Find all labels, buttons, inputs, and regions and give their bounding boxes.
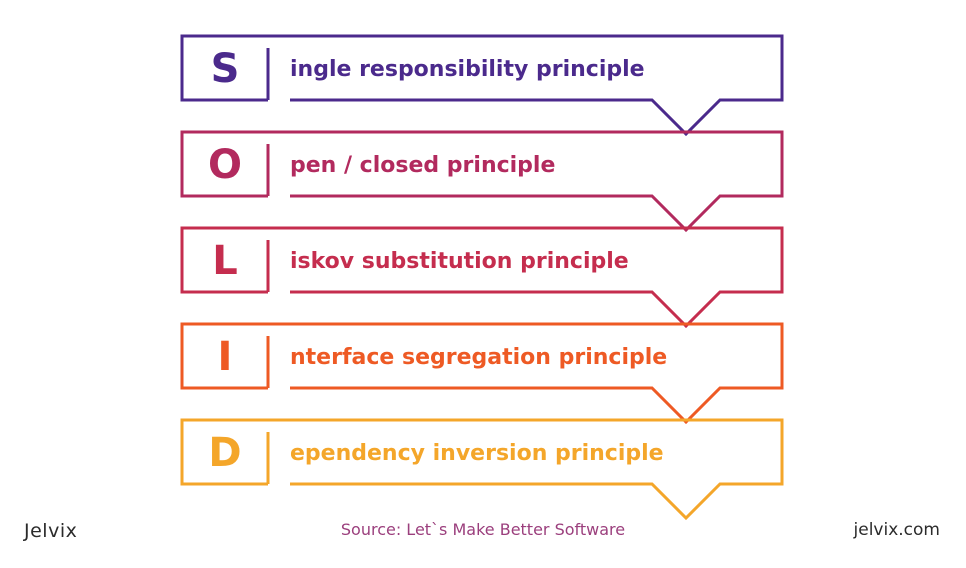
letter-box	[180, 418, 268, 486]
principle-label: nterface segregation principle	[290, 345, 667, 370]
letter-box	[180, 34, 268, 102]
arrow-outline	[268, 418, 784, 521]
source-caption: Source: Let`s Make Better Software	[340, 520, 626, 539]
principle-letter: L	[212, 238, 238, 284]
principle-letter: O	[208, 142, 242, 188]
letter-box	[180, 226, 268, 294]
principle-label: ingle responsibility principle	[290, 57, 645, 82]
principle-label: ependency inversion principle	[290, 441, 664, 466]
principle-label: pen / closed principle	[290, 153, 555, 178]
principle-letter: D	[208, 430, 241, 476]
brand-logo: Jelvix	[24, 520, 78, 542]
letter-box	[180, 322, 268, 390]
principle-label: iskov substitution principle	[290, 249, 629, 274]
site-url: jelvix.com	[853, 520, 940, 540]
arrow-outline	[268, 130, 784, 233]
principle-letter: I	[218, 334, 233, 380]
arrow-outline	[268, 34, 784, 137]
letter-box	[180, 130, 268, 198]
arrow-outline	[268, 322, 784, 425]
arrow-outline	[268, 226, 784, 329]
principle-letter: S	[211, 46, 240, 92]
